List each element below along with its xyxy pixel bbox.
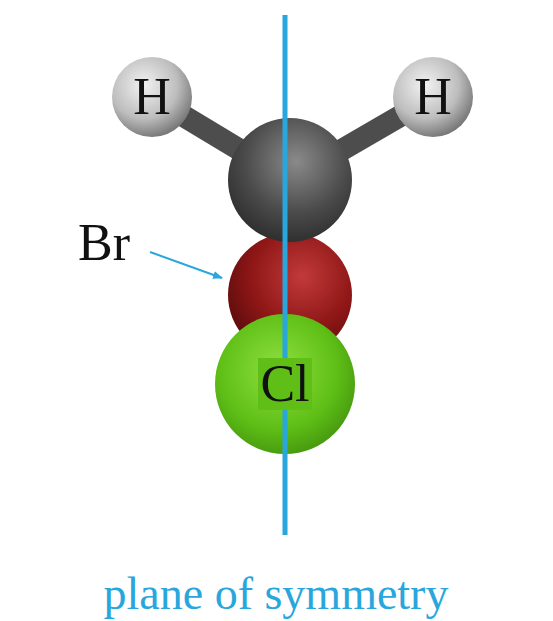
chlorine-atom: Cl <box>215 314 355 454</box>
carbon-atom <box>228 118 352 242</box>
hydrogen-atom <box>393 57 473 137</box>
symmetry-plane-line <box>283 15 288 535</box>
atom-symbol: Cl <box>258 358 311 410</box>
leader-line <box>150 252 222 278</box>
hydrogen-atom: H <box>393 57 473 137</box>
atom-symbol: H <box>414 71 452 123</box>
atom-symbol: H <box>133 71 171 123</box>
atom-label: Br <box>78 217 130 269</box>
hydrogen-atom: H <box>112 57 192 137</box>
hydrogen-atom <box>112 57 192 137</box>
plane-label: plane of symmetry <box>104 571 449 617</box>
